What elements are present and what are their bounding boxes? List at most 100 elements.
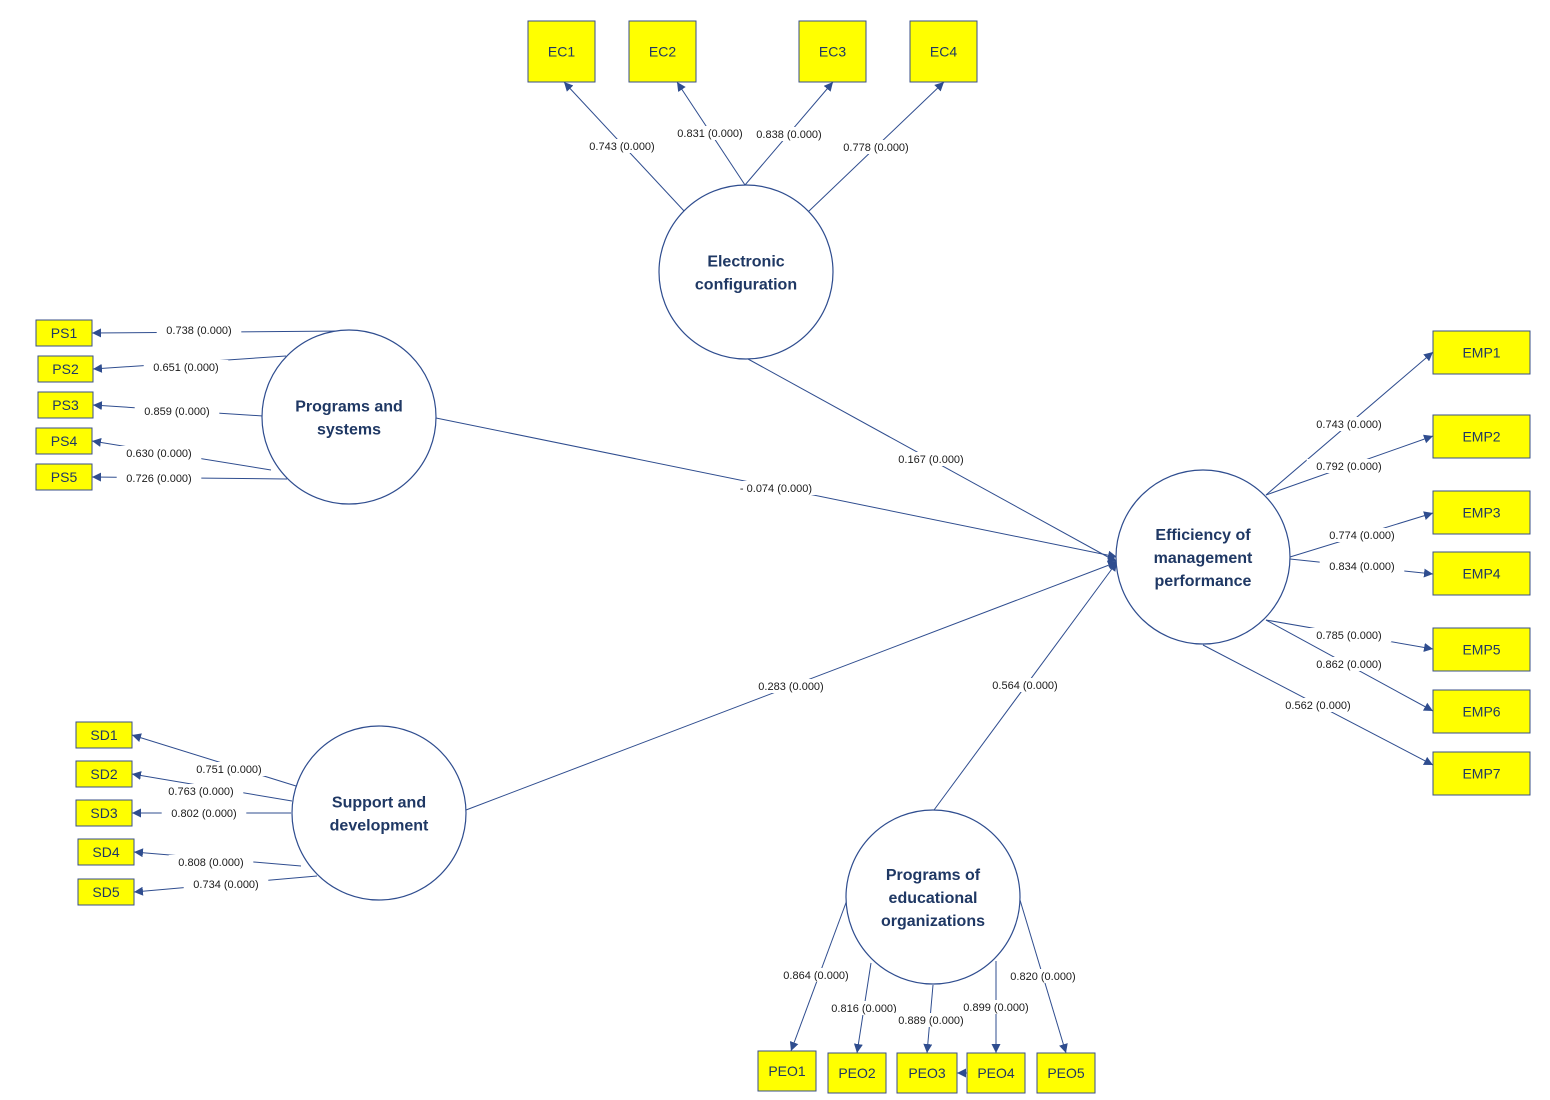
loading-sd3: 0.802 (0.000) xyxy=(132,806,291,820)
loading-emp5-label-bg xyxy=(1306,628,1392,642)
indicator-ps5[interactable]: PS5 xyxy=(35,463,93,491)
indicator-ec3[interactable]: EC3 xyxy=(798,20,867,83)
path-peo-to-emp-label: 0.564 (0.000) xyxy=(992,680,1057,692)
loading-ec3-label-bg xyxy=(746,127,832,141)
loading-ps3: 0.859 (0.000) xyxy=(92,401,264,418)
loading-ec4-label: 0.778 (0.000) xyxy=(843,142,908,154)
loading-ec2-label-bg xyxy=(667,126,753,140)
indicator-sd5-label: SD5 xyxy=(92,884,119,900)
indicator-ec3-box xyxy=(798,20,867,83)
latent-sd-label-line: Support and xyxy=(332,795,426,812)
latent-sd[interactable]: Support and development xyxy=(291,725,467,901)
indicator-ps1-box xyxy=(35,319,93,347)
indicator-ps3-box xyxy=(37,391,94,419)
indicator-ps5-label: PS5 xyxy=(51,469,78,485)
path-ps-to-emp-label-bg xyxy=(727,481,825,495)
latent-sd-label-line: development xyxy=(330,818,429,835)
path-peo-to-emp: 0.564 (0.000) xyxy=(933,561,1118,811)
latent-ps-circle xyxy=(261,329,437,505)
loading-ec1-label-bg xyxy=(579,139,665,153)
indicator-peo4-box xyxy=(966,1052,1026,1094)
indicator-sd3[interactable]: SD3 xyxy=(75,799,133,827)
loading-ps1-label-bg xyxy=(156,323,242,337)
indicator-emp3-box xyxy=(1432,490,1531,535)
loading-ps5: 0.726 (0.000) xyxy=(91,471,288,485)
loading-emp1: 0.743 (0.000) xyxy=(1265,351,1434,496)
indicator-sd1[interactable]: SD1 xyxy=(75,721,133,749)
indicator-emp2[interactable]: EMP2 xyxy=(1432,414,1531,459)
indicator-peo5-box xyxy=(1036,1052,1096,1094)
indicator-emp5-box xyxy=(1432,627,1531,672)
indicator-ec1-label: EC1 xyxy=(548,44,575,60)
loading-sd4-label: 0.808 (0.000) xyxy=(178,857,243,869)
latent-ps-label-line: Programs and xyxy=(295,399,403,416)
loading-peo1-label-bg xyxy=(773,968,859,982)
indicator-ec1[interactable]: EC1 xyxy=(527,20,596,83)
latent-peo-label-line: organizations xyxy=(881,913,985,930)
indicator-peo3-box xyxy=(896,1052,958,1094)
indicator-emp4[interactable]: EMP4 xyxy=(1432,551,1531,596)
indicator-ec4-box xyxy=(909,20,978,83)
indicator-emp6[interactable]: EMP6 xyxy=(1432,689,1531,734)
loading-peo5-label: 0.820 (0.000) xyxy=(1010,971,1075,983)
loading-emp2: 0.792 (0.000) xyxy=(1265,434,1434,496)
loading-ec4: 0.778 (0.000) xyxy=(807,81,945,213)
loading-emp6: 0.862 (0.000) xyxy=(1265,619,1434,712)
indicator-ps4-label: PS4 xyxy=(51,433,78,449)
loading-peo4-label: 0.899 (0.000) xyxy=(963,1002,1028,1014)
loading-emp4: 0.834 (0.000) xyxy=(1289,558,1434,578)
indicator-emp7[interactable]: EMP7 xyxy=(1432,751,1531,796)
latent-ec-label-line: Electronic xyxy=(707,254,784,271)
indicator-peo5[interactable]: PEO5 xyxy=(1036,1052,1096,1094)
loading-sd5: 0.734 (0.000) xyxy=(133,875,318,896)
latent-peo-label-line: educational xyxy=(889,890,978,907)
loading-ps5-label-bg xyxy=(116,471,202,485)
loading-peo1-label: 0.864 (0.000) xyxy=(783,970,848,982)
indicator-ec4[interactable]: EC4 xyxy=(909,20,978,83)
loading-sd2: 0.763 (0.000) xyxy=(131,771,293,802)
indicator-emp3-label: EMP3 xyxy=(1462,505,1500,521)
indicator-peo2-box xyxy=(827,1052,887,1094)
indicator-ps3[interactable]: PS3 xyxy=(37,391,94,419)
indicator-sd4[interactable]: SD4 xyxy=(77,838,135,866)
indicator-ps2[interactable]: PS2 xyxy=(37,355,94,383)
loading-emp5-label: 0.785 (0.000) xyxy=(1316,630,1381,642)
indicator-emp4-label: EMP4 xyxy=(1462,566,1500,582)
loading-sd5-label: 0.734 (0.000) xyxy=(193,879,258,891)
loading-ps1-label: 0.738 (0.000) xyxy=(166,325,231,337)
indicator-sd3-label: SD3 xyxy=(90,805,117,821)
indicator-emp5[interactable]: EMP5 xyxy=(1432,627,1531,672)
indicator-emp5-label: EMP5 xyxy=(1462,642,1500,658)
latent-ec-circle xyxy=(658,184,834,360)
indicator-peo3[interactable]: PEO3 xyxy=(896,1052,958,1094)
loading-emp4-label-bg xyxy=(1319,559,1405,573)
loading-sd2-label-bg xyxy=(158,784,244,798)
loading-emp4-label: 0.834 (0.000) xyxy=(1329,561,1394,573)
loading-ps3-label-bg xyxy=(134,404,220,418)
path-ec-to-emp-label: 0.167 (0.000) xyxy=(898,454,963,466)
indicator-sd2[interactable]: SD2 xyxy=(75,760,133,788)
indicator-ec2[interactable]: EC2 xyxy=(628,20,697,83)
indicator-peo4[interactable]: PEO4 xyxy=(966,1052,1026,1094)
indicator-emp3[interactable]: EMP3 xyxy=(1432,490,1531,535)
loading-ps2-label-bg xyxy=(143,360,229,374)
indicator-peo2[interactable]: PEO2 xyxy=(827,1052,887,1094)
indicator-peo2-label: PEO2 xyxy=(838,1065,876,1081)
loading-emp3-label-bg xyxy=(1319,528,1405,542)
indicator-sd5[interactable]: SD5 xyxy=(77,878,135,906)
loading-sd5-label-bg xyxy=(183,877,269,891)
loading-peo3: 0.889 (0.000) xyxy=(888,984,974,1054)
indicator-ps4[interactable]: PS4 xyxy=(35,427,93,455)
indicator-peo1-label: PEO1 xyxy=(768,1063,806,1079)
indicator-peo1[interactable]: PEO1 xyxy=(757,1050,817,1092)
indicator-emp1[interactable]: EMP1 xyxy=(1432,330,1531,375)
path-ec-to-emp: 0.167 (0.000) xyxy=(747,358,1118,563)
indicator-sd5-box xyxy=(77,878,135,906)
loading-emp6-label: 0.862 (0.000) xyxy=(1316,659,1381,671)
indicator-ps1[interactable]: PS1 xyxy=(35,319,93,347)
